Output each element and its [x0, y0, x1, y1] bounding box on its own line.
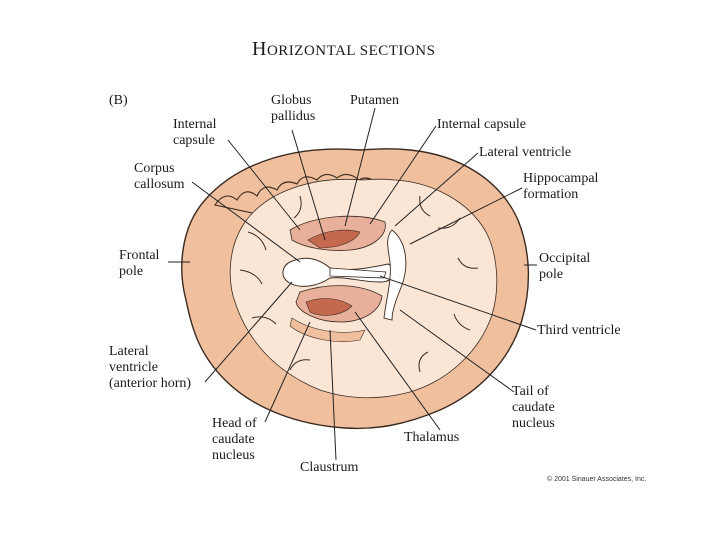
- globus-pallidus-lower: [305, 298, 353, 316]
- label-hippocampal-formation: Hippocampal formation: [523, 171, 599, 202]
- panel-label: (B): [109, 93, 128, 108]
- globus-pallidus-upper: [307, 229, 361, 249]
- caudate-lower: [289, 317, 366, 342]
- label-claustrum: Claustrum: [300, 460, 359, 475]
- label-putamen: Putamen: [350, 93, 399, 108]
- label-globus-pallidus: Globus pallidus: [271, 93, 316, 124]
- label-lateral-ventricle-anterior: Lateral ventricle (anterior horn): [109, 344, 192, 391]
- third-ventricle: [329, 267, 387, 279]
- label-internal-capsule-left: Internal capsule: [173, 117, 217, 148]
- leader-lines: [168, 107, 537, 461]
- label-internal-capsule-right: Internal capsule: [437, 117, 527, 132]
- posterior-ventricle: [383, 229, 407, 321]
- label-thalamus: Thalamus: [404, 430, 460, 445]
- title-first-letter: H: [252, 38, 267, 60]
- label-corpus-callosum: Corpus callosum: [134, 161, 185, 192]
- label-lateral-ventricle-top: Lateral ventricle: [479, 145, 572, 160]
- label-occipital-pole: Occipital pole: [539, 251, 591, 282]
- label-frontal-pole: Frontal pole: [119, 248, 160, 279]
- copyright-credit: © 2001 Sinauer Associates, Inc.: [547, 476, 647, 483]
- label-tail-of-caudate: Tail of caudate nucleus: [512, 384, 555, 431]
- diagram-title: HORIZONTAL SECTIONS: [252, 38, 435, 61]
- label-head-of-caudate: Head of caudate nucleus: [212, 416, 257, 463]
- title-rest: ORIZONTAL SECTIONS: [266, 43, 436, 59]
- inner-sulci: [239, 195, 479, 373]
- label-third-ventricle: Third ventricle: [537, 323, 621, 338]
